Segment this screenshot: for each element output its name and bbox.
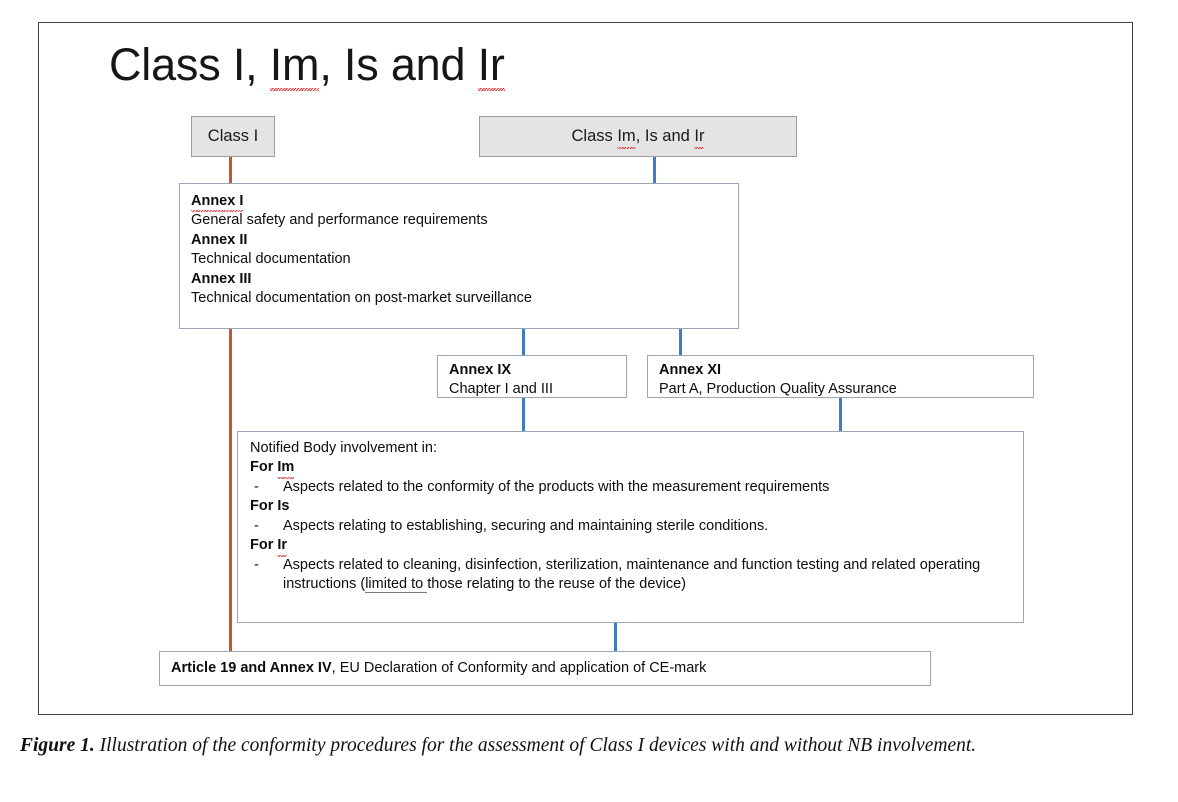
- figure-caption: Figure 1. Illustration of the conformity…: [20, 732, 1158, 760]
- figure-frame: Class I, Im, Is and Ir Class I Class Im,…: [38, 22, 1133, 715]
- connector-annexxi-to-notified-body: [839, 398, 842, 431]
- node-notified-body[interactable]: Notified Body involvement in: For Im - A…: [237, 431, 1024, 623]
- bullet-text: Aspects related to the conformity of the…: [283, 478, 830, 495]
- node-article-19-bold: Article 19 and Annex IV: [171, 659, 332, 676]
- notified-body-group-0-bullet-0: - Aspects related to the conformity of t…: [250, 478, 1011, 497]
- annex-row-1-heading: Annex II: [191, 231, 248, 248]
- node-article-19-text: Article 19 and Annex IV, EU Declaration …: [171, 659, 706, 678]
- connector-classi-to-annexes: [229, 157, 232, 183]
- notified-body-group-2-bullet-0: - Aspects related to cleaning, disinfect…: [250, 556, 1011, 595]
- notified-body-group-0-heading: For Im: [250, 458, 1011, 480]
- notified-body-group-0-heading-code-misspelled: Im: [277, 458, 294, 480]
- node-class-label-part-3: , Is and: [635, 127, 695, 146]
- connector-annexes-to-annexix: [522, 329, 525, 355]
- notified-body-group-1-bullet-0: - Aspects relating to establishing, secu…: [250, 517, 1011, 536]
- bullet-dash: -: [254, 517, 259, 534]
- node-annex-ix-heading: Annex IX: [449, 362, 512, 378]
- connector-annexix-to-notified-body: [522, 398, 525, 431]
- bullet-text-after: those relating to the reuse of the devic…: [427, 575, 687, 592]
- node-class-i-label: Class I: [207, 127, 259, 146]
- annex-row-2-body: Technical documentation on post-market s…: [191, 290, 532, 307]
- node-annex-xi-body: Part A, Production Quality Assurance: [659, 381, 897, 398]
- bullet-text-before: Aspects related to cleaning, disinfectio…: [283, 556, 981, 592]
- node-annex-ix-body: Chapter I and III: [449, 381, 553, 398]
- diagram-title-part-2-misspelled: Im: [269, 39, 320, 92]
- notified-body-group-1-heading-code: Is: [277, 498, 290, 515]
- node-class-label-part-4-misspelled: Ir: [694, 125, 705, 149]
- connector-notified-body-to-article19: [614, 623, 617, 651]
- connector-annexes-to-article19: [229, 329, 232, 651]
- diagram-title-part-1: Class I,: [109, 39, 270, 90]
- annex-row-1-body: Technical documentation: [191, 251, 351, 268]
- connector-annexes-to-annexxi: [679, 329, 682, 355]
- notified-body-group-1-heading: For Is: [250, 497, 1011, 516]
- node-class-i[interactable]: Class I: [191, 116, 275, 157]
- annex-row-0-body: General safety and performance requireme…: [191, 212, 488, 229]
- node-article-19-rest: , EU Declaration of Conformity and appli…: [331, 659, 707, 676]
- connector-classimisir-to-annexes: [653, 157, 656, 183]
- diagram-title: Class I, Im, Is and Ir: [109, 39, 505, 92]
- bullet-text: Aspects relating to establishing, securi…: [283, 517, 769, 534]
- notified-body-group-1-heading-prefix: For: [250, 498, 278, 515]
- notified-body-intro: Notified Body involvement in:: [250, 440, 437, 456]
- annex-row-2-heading: Annex III: [191, 270, 252, 287]
- bullet-text-underlined: limited to: [365, 575, 428, 593]
- node-annex-block[interactable]: Annex I General safety and performance r…: [179, 183, 739, 329]
- diagram-title-part-4-misspelled: Ir: [477, 39, 505, 92]
- node-class-im-is-ir[interactable]: Class Im, Is and Ir: [479, 116, 797, 157]
- diagram-title-part-3: , Is and: [319, 39, 478, 90]
- bullet-dash: -: [254, 478, 259, 495]
- annex-row-0-heading-text: Annex I: [191, 192, 244, 213]
- notified-body-group-2-heading: For Ir: [250, 536, 1011, 557]
- notified-body-group-2-heading-prefix: For: [250, 537, 278, 554]
- notified-body-group-2-heading-code-misspelled: Ir: [277, 536, 287, 557]
- bullet-dash: -: [254, 556, 259, 573]
- node-class-label-part-1: Class: [571, 127, 618, 146]
- figure-caption-text: Illustration of the conformity procedure…: [99, 735, 977, 756]
- notified-body-group-0-heading-prefix: For: [250, 459, 278, 476]
- node-annex-xi-heading: Annex XI: [659, 362, 722, 378]
- annex-row-0-heading: Annex I: [191, 192, 728, 213]
- node-class-label-part-2-misspelled: Im: [617, 125, 637, 149]
- node-annex-xi[interactable]: Annex XI Part A, Production Quality Assu…: [647, 355, 1034, 398]
- node-class-im-is-ir-label: Class Im, Is and Ir: [571, 125, 705, 149]
- node-annex-ix[interactable]: Annex IX Chapter I and III: [437, 355, 627, 398]
- node-article-19[interactable]: Article 19 and Annex IV, EU Declaration …: [159, 651, 931, 686]
- bullet-text: Aspects related to cleaning, disinfectio…: [283, 556, 1011, 595]
- figure-caption-label: Figure 1.: [20, 735, 95, 756]
